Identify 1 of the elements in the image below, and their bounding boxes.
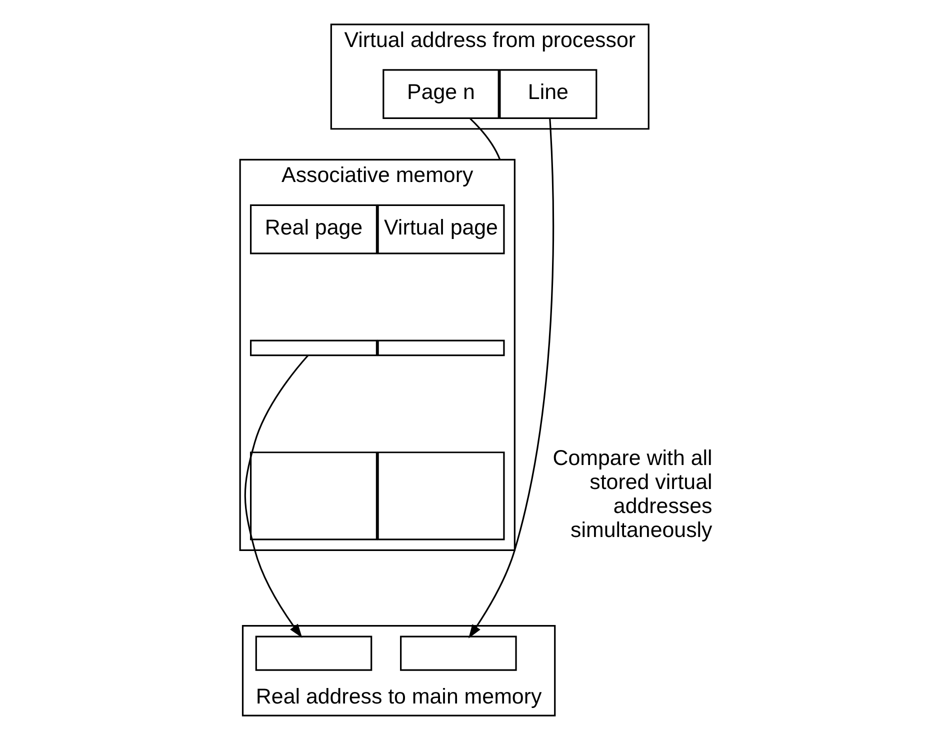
label: Compare with all stored virtual addresses simultaneously: [552, 446, 712, 542]
